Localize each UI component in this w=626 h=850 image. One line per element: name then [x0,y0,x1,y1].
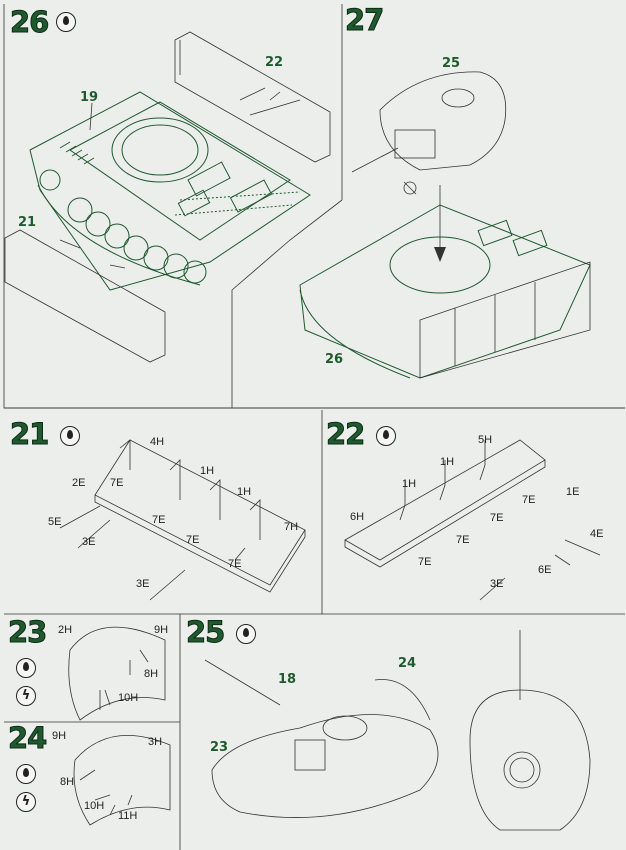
step-26-hull-drawing [4,31,331,363]
part-label: 9H [154,624,169,636]
part-label: 7E [110,477,124,489]
part-label: 10H [118,692,139,704]
part-18-label: 18 [278,672,297,687]
part-label: 1E [566,486,580,498]
part-label: 2H [58,624,73,636]
part-label: 5E [48,516,62,528]
cement-icon: ϟ [16,792,36,812]
step-27-number: 27 [344,3,384,37]
part-25-label: 25 [442,56,461,71]
part-label: 1H [402,478,417,490]
step-27-drawing [299,71,591,379]
part-label: 7E [186,534,200,546]
part-label: 1H [440,456,455,468]
part-label: 4H [150,436,165,448]
part-label: 6E [538,564,552,576]
step-23-number: 23 [7,615,47,649]
part-label: 3E [136,578,150,590]
part-label: 7E [490,512,504,524]
part-label: 11H [118,810,138,822]
step-26-number: 26 [9,5,49,39]
glue-drop-icon [60,426,80,446]
step-22-number: 22 [325,417,365,451]
step-25-number: 25 [185,615,225,649]
glue-drop-icon [16,764,36,784]
step-24-number: 24 [7,721,47,755]
glue-drop-icon [376,426,396,446]
part-label: 3H [148,736,163,748]
part-label: 7E [456,534,470,546]
part-label: 4E [590,528,604,540]
glue-drop-icon [236,624,256,644]
part-23-label: 23 [210,740,229,755]
part-label: 7H [284,521,299,533]
step-22-drawing [344,439,601,601]
glue-drop-icon [56,12,76,32]
glue-drop-icon [16,658,36,678]
part-label: 1H [200,465,215,477]
part-24-label: 24 [398,656,417,671]
part-label: 1H [237,486,252,498]
part-21-label: 21 [18,215,37,230]
part-label: 3E [82,536,96,548]
step-23-drawing [68,626,166,721]
step-21-drawing [59,439,306,601]
step-21-number: 21 [9,417,49,451]
part-label: 7E [418,556,432,568]
part-label: 7E [228,558,242,570]
part-label: 6H [350,511,365,523]
step-25-drawing [204,630,591,831]
cement-icon: ϟ [16,686,36,706]
part-label: 7E [152,514,166,526]
part-label: 8H [144,668,159,680]
part-label: 8H [60,776,75,788]
part-label: 5H [478,434,493,446]
step-24-drawing [73,735,171,826]
part-22-label: 22 [265,55,284,70]
part-label: 9H [52,730,67,742]
part-26-label: 26 [325,352,344,367]
part-label: 2E [72,477,86,489]
part-19-label: 19 [80,90,99,105]
part-label: 3E [490,578,504,590]
part-label: 10H [84,800,105,812]
part-label: 7E [522,494,536,506]
